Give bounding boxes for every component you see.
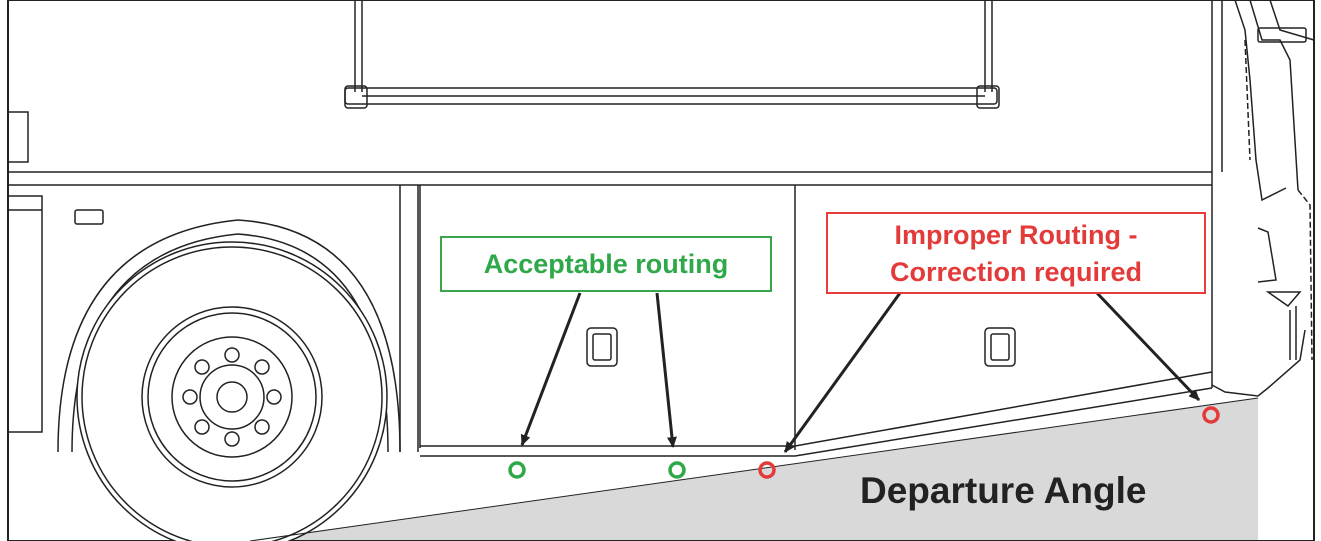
acceptable-marker-1 [508,461,526,479]
arrow-improper-1 [783,292,902,453]
improper-marker-2 [1202,406,1220,424]
acceptable-routing-callout: Acceptable routing [440,236,772,292]
rear-wheel [76,241,388,541]
departure-angle-label: Departure Angle [860,470,1147,511]
lug-nuts [182,347,282,447]
arrow-acceptable-1 [520,292,582,446]
acceptable-marker-2 [668,461,686,479]
departure-angle-line [249,397,1259,541]
callout-arrows [520,291,1201,453]
improper-routing-callout: Improper Routing - Correction required [826,212,1206,294]
acceptable-routing-label: Acceptable routing [483,249,729,279]
improper-routing-label-line2: Correction required [889,257,1143,287]
arrow-improper-2 [1095,291,1201,402]
improper-marker-1 [758,461,776,479]
arrow-acceptable-2 [655,292,677,448]
improper-routing-label-line1: Improper Routing - [894,220,1138,250]
